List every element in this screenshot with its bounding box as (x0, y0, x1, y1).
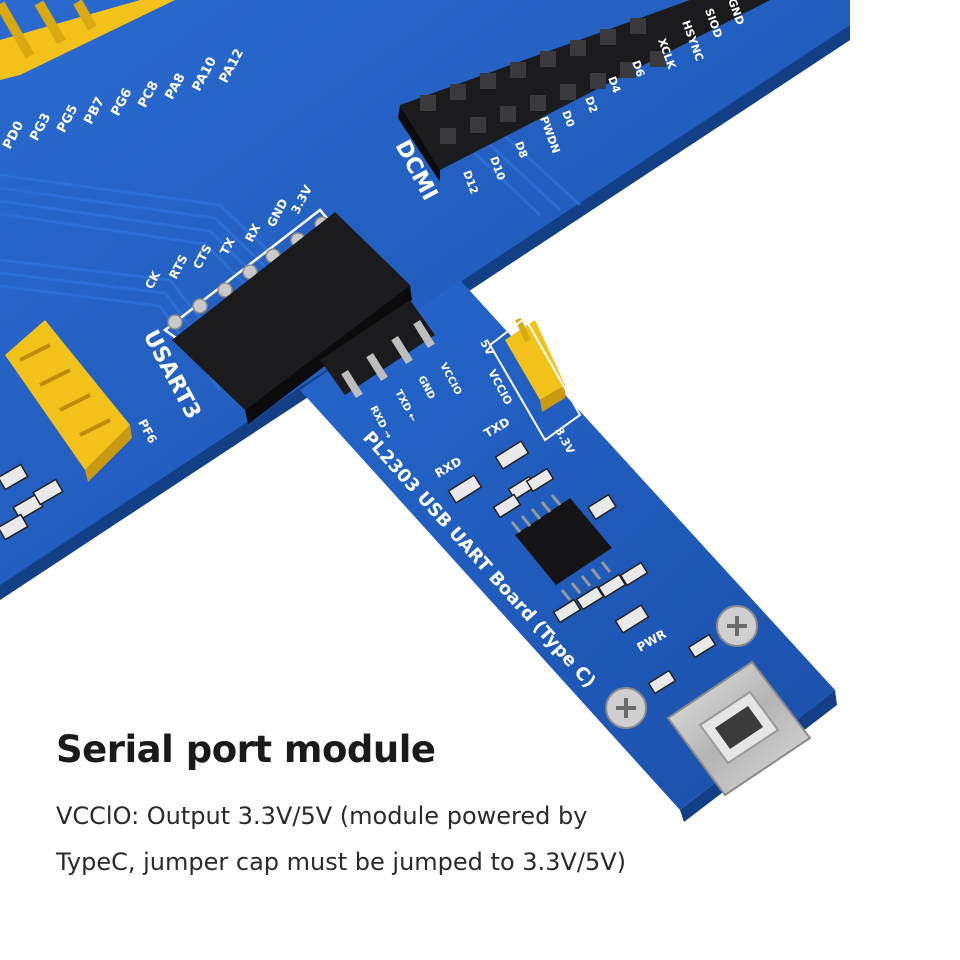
mounting-screw (605, 687, 647, 729)
main-board-components (0, 463, 64, 541)
module-components (447, 440, 717, 695)
usart-pads (167, 216, 330, 330)
pl2303-chip (510, 494, 612, 601)
caption-line-1: VCClO: Output 3.3V/5V (module powered by (56, 802, 588, 830)
dcmi-pin-label: D8 (512, 140, 530, 160)
gpio-header (0, 0, 175, 80)
dcmi-pin-label: D4 (605, 75, 623, 96)
jumper-cap (505, 317, 565, 412)
mounting-screw (716, 605, 758, 647)
dcmi-header (398, 0, 770, 182)
female-header (172, 212, 435, 424)
usb-type-c-port (666, 660, 812, 797)
dcmi-pin-label: D6 (629, 59, 647, 80)
caption-line-2: TypeC, jumper cap must be jumped to 3.3V… (56, 848, 626, 876)
dcmi-pin-label: D0 (559, 109, 577, 130)
jumper-block-left (5, 320, 132, 482)
dcmi-pin-label: D2 (582, 95, 600, 115)
caption-title: Serial port module (56, 728, 436, 771)
